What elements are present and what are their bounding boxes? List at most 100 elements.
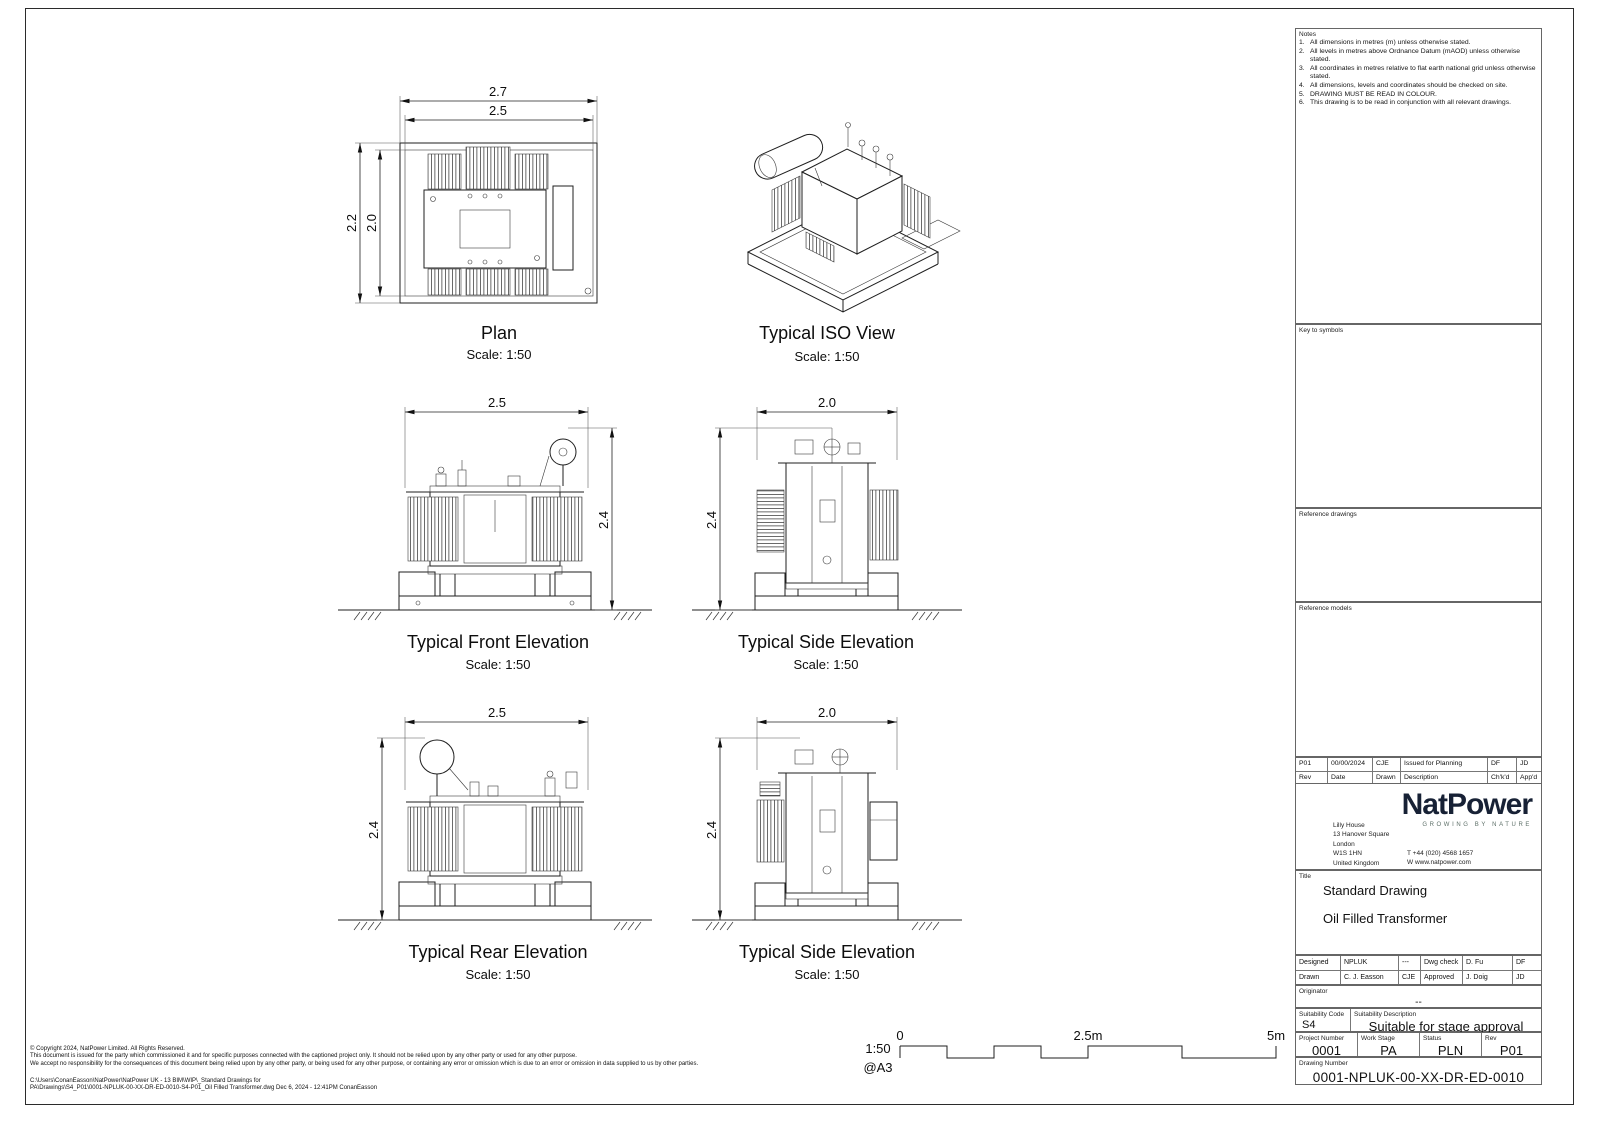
company-address: Lilly House 13 Hanover Square London W1S… [1333, 822, 1390, 867]
designed-initials: --- [1399, 956, 1421, 970]
originator-panel: Originator -- [1295, 985, 1542, 1008]
drawing-title-line2: Oil Filled Transformer [1323, 911, 1448, 926]
notes-header: Notes [1299, 31, 1316, 38]
iso-view-drawing [746, 122, 961, 313]
side1-dim-height: 2.4 [704, 511, 719, 529]
side1-dim-width: 2.0 [818, 395, 836, 410]
status-label: Status [1423, 1035, 1442, 1042]
approved-value: J. Doig [1463, 970, 1513, 984]
reference-models-header: Reference models [1299, 605, 1352, 612]
revision-table: P01 00/00/2024 CJE Issued for Planning D… [1295, 757, 1542, 784]
drawing-number-value: 0001-NPLUK-00-XX-DR-ED-0010 [1312, 1070, 1525, 1085]
plan-title: Plan [481, 323, 517, 343]
copyright-block: © Copyright 2024, NatPower Limited. All … [30, 1046, 698, 1068]
front-elevation-dimensions: 2.5 2.4 [404, 395, 617, 611]
work-stage-value: PA [1380, 1043, 1397, 1058]
rev-label: Rev [1485, 1035, 1497, 1042]
iso-title: Typical ISO View [759, 323, 896, 343]
company-panel: NatPower GROWING BY NATURE Lilly House 1… [1295, 783, 1542, 870]
side1-title: Typical Side Elevation [738, 632, 914, 652]
front-elevation-drawing [338, 438, 652, 621]
reference-models-panel: Reference models [1295, 602, 1542, 757]
revision-header-rev: Rev [1296, 770, 1328, 783]
side2-dim-width: 2.0 [818, 705, 836, 720]
approved-initials: JD [1513, 970, 1541, 984]
rear-elevation-drawing [338, 739, 652, 931]
plan-dim-inner-width: 2.5 [489, 103, 507, 118]
company-phone: T +44 (020) 4568 1657 [1407, 850, 1474, 857]
sheet-size-label: @A3 [863, 1060, 892, 1075]
side-elevation-2-dimensions: 2.0 2.4 [704, 705, 898, 921]
scale-ratio-label: 1:50 [865, 1041, 890, 1056]
plan-scale: Scale: 1:50 [466, 347, 531, 362]
suitability-code-value: S4 [1302, 1019, 1316, 1031]
rear-dim-height: 2.4 [366, 821, 381, 839]
plan-dim-outer-width: 2.7 [489, 84, 507, 99]
front-title: Typical Front Elevation [407, 632, 589, 652]
people-panel: Designed NPLUK --- Dwg check D. Fu DF Dr… [1295, 955, 1542, 985]
work-stage-label: Work Stage [1361, 1035, 1395, 1042]
natpower-logo: NatPower GROWING BY NATURE [1402, 790, 1533, 829]
revision-entry-approved: JD [1520, 760, 1529, 767]
front-scale: Scale: 1:50 [465, 657, 530, 672]
drawing-number-label: Drawing Number [1299, 1060, 1348, 1067]
disclaimer-line-2: We accept no responsibility for the cons… [30, 1060, 699, 1067]
suitability-panel: Suitability Code S4 Suitability Descript… [1295, 1008, 1542, 1034]
project-info-row: Project Number 0001 Work Stage PA Status… [1295, 1032, 1542, 1058]
drawing-title-line1: Standard Drawing [1323, 883, 1428, 898]
dwg-check-initials: DF [1516, 959, 1526, 966]
rear-scale: Scale: 1:50 [465, 967, 530, 982]
note-item: 3.All coordinates in metres relative to … [1299, 64, 1536, 81]
status-value: PLN [1437, 1043, 1464, 1058]
revision-header-description: Description [1401, 770, 1488, 783]
company-contact: T +44 (020) 4568 1657 W www.natpower.com [1407, 849, 1473, 868]
revision-entry-checked: DF [1488, 758, 1517, 771]
rear-title: Typical Rear Elevation [408, 942, 587, 962]
revision-entry-description: Issued for Planning [1401, 758, 1488, 771]
originator-label: Originator [1299, 988, 1328, 995]
title-block: Notes 1.All dimensions in metres (m) unl… [1295, 0, 1542, 1105]
revision-header-date: Date [1328, 770, 1373, 783]
project-number-value: 0001 [1312, 1043, 1341, 1058]
plan-dim-outer-height: 2.2 [344, 214, 359, 232]
side1-scale: Scale: 1:50 [793, 657, 858, 672]
scale-bar-mid-label: 2.5m [1074, 1028, 1103, 1043]
company-website: W www.natpower.com [1407, 859, 1471, 867]
plan-dim-inner-height: 2.0 [364, 214, 379, 232]
drawing-number-panel: Drawing Number 0001-NPLUK-00-XX-DR-ED-00… [1295, 1057, 1542, 1085]
originator-value: -- [1415, 997, 1422, 1008]
revision-header-approved: App'd [1517, 770, 1541, 784]
revision-header-checked: Ch'k'd [1488, 770, 1517, 783]
suitability-description-label: Suitability Description [1354, 1011, 1417, 1018]
key-to-symbols-header: Key to symbols [1299, 327, 1344, 334]
note-item: 5.DRAWING MUST BE READ IN COLOUR. [1299, 90, 1437, 98]
reference-drawings-header: Reference drawings [1299, 511, 1357, 518]
side-elevation-1-drawing [692, 438, 962, 621]
drawn-value: C. J. Easson [1341, 970, 1399, 984]
drawn-initials: CJE [1399, 970, 1421, 984]
approved-label: Approved [1421, 970, 1463, 984]
sheet-border [25, 8, 1574, 1105]
suitability-description-value: Suitable for stage approval [1368, 1019, 1524, 1034]
designed-value: NPLUK [1341, 956, 1399, 970]
file-path-line-1: C:\Users\ConanEasson\NatPower\NatPower U… [30, 1078, 261, 1084]
plan-view-drawing [399, 142, 598, 304]
copyright-line: © Copyright 2024, NatPower Limited. All … [30, 1046, 185, 1052]
scale-bar-start-label: 0 [896, 1028, 903, 1043]
logo-tagline: GROWING BY NATURE [1422, 822, 1532, 828]
designed-label: Designed [1296, 956, 1341, 970]
note-item: 1.All dimensions in metres (m) unless ot… [1299, 39, 1471, 46]
side-elevation-2-drawing [692, 748, 962, 931]
scale-bar-end-label: 5m [1267, 1028, 1285, 1043]
reference-drawings-panel: Reference drawings [1295, 508, 1542, 602]
drawn-label: Drawn [1296, 970, 1341, 984]
revision-entry-rev: P01 [1296, 758, 1328, 771]
side2-scale: Scale: 1:50 [794, 967, 859, 982]
title-label: Title [1299, 873, 1312, 880]
note-item: 4.All dimensions, levels and coordinates… [1299, 81, 1508, 89]
key-to-symbols-panel: Key to symbols [1295, 324, 1542, 508]
revision-entry-drawn: CJE [1373, 758, 1401, 771]
side2-dim-height: 2.4 [704, 821, 719, 839]
file-path-block: C:\Users\ConanEasson\NatPower\NatPower U… [30, 1078, 377, 1093]
